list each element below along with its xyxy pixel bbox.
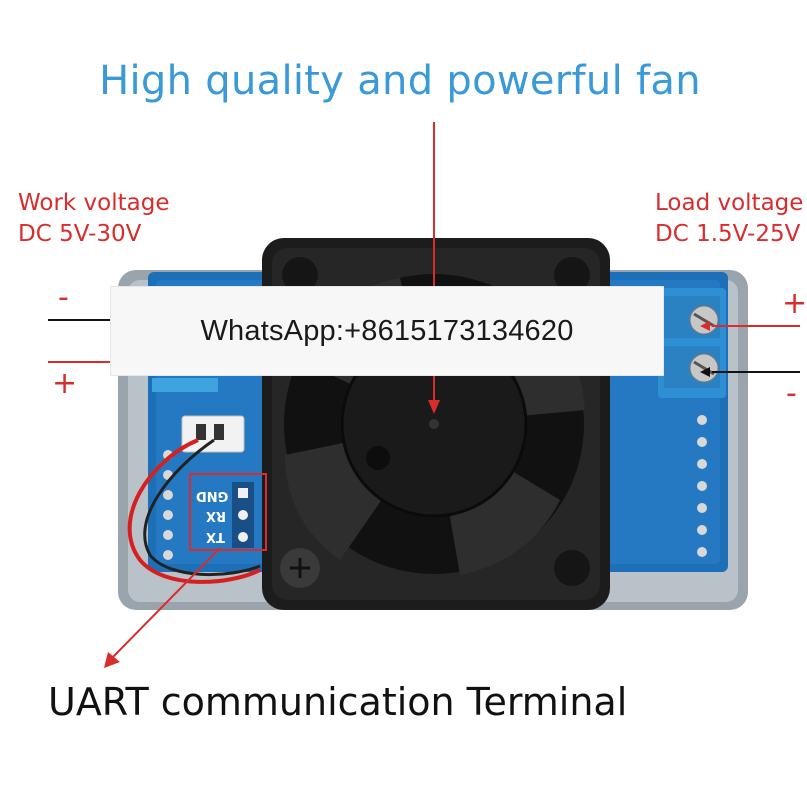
headline: High quality and powerful fan (99, 58, 701, 104)
load-voltage-label: Load voltage DC 1.5V-25V (655, 188, 803, 250)
work-voltage-range: DC 5V-30V (18, 221, 142, 247)
load-plus-wire (700, 321, 800, 331)
input-plus-sign: + (52, 366, 78, 401)
right-pin-header (697, 415, 707, 557)
pin-label-rx: RX (206, 508, 227, 523)
work-voltage-title: Work voltage (18, 190, 170, 216)
fan-connector (181, 415, 245, 453)
input-minus-sign: - (58, 280, 69, 315)
load-minus-sign: - (786, 376, 797, 411)
load-plus-sign: + (782, 286, 807, 321)
watermark-banner: WhatsApp:+8615173134620 (110, 286, 664, 376)
terminal-block (658, 288, 726, 398)
pin-label-tx: TX (206, 529, 225, 544)
work-voltage-label: Work voltage DC 5V-30V (18, 188, 170, 250)
uart-arrow (104, 547, 221, 668)
fan-wire-black (143, 438, 261, 577)
load-voltage-title: Load voltage (655, 190, 804, 216)
uart-highlight-box (189, 473, 267, 551)
uart-caption: UART communication Terminal (48, 680, 628, 724)
uart-header (232, 482, 254, 548)
watermark-text: WhatsApp:+8615173134620 (200, 314, 574, 347)
load-voltage-range: DC 1.5V-25V (655, 221, 801, 247)
fan-wire-red (127, 438, 261, 584)
load-minus-wire (700, 367, 800, 377)
pin-label-gnd: GND (196, 488, 229, 503)
